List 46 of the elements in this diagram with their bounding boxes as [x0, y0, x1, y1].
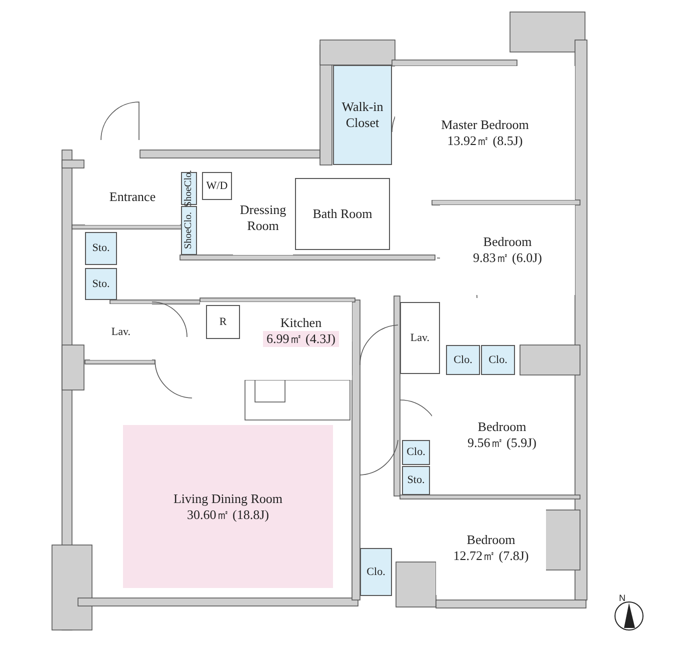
room-name: Clo.: [406, 446, 426, 459]
storage-area: [481, 345, 515, 375]
room-area: [395, 66, 575, 200]
room-size: 9.83㎡ (6.0J): [473, 250, 542, 266]
room-size: 12.72㎡ (7.8J): [453, 548, 529, 564]
room-name: Bedroom: [483, 234, 532, 250]
room-name: Entrance: [109, 188, 156, 204]
north-label: N: [619, 593, 626, 603]
room-name: ShoeClo.: [182, 170, 195, 207]
storage-area: [181, 206, 197, 255]
room-name: Sto.: [407, 474, 425, 487]
room-name: Sto.: [92, 278, 110, 290]
room-name: Walk-in Closet: [340, 99, 384, 131]
room-size: 6.99㎡ (4.3J): [262, 331, 340, 347]
storage-area: [446, 345, 480, 375]
room-name: Bedroom: [478, 419, 526, 435]
room-area: [400, 302, 440, 374]
room-name: Bedroom: [466, 532, 516, 548]
room-area: [295, 178, 390, 250]
room-name: Living Dining Room: [173, 490, 283, 506]
room-name: Lav.: [410, 332, 430, 344]
appliance-area: [202, 172, 232, 200]
room-name: Lav.: [111, 326, 131, 338]
room-name: Bath Room: [312, 206, 372, 222]
room-name: Clo.: [488, 354, 508, 366]
room-area: [200, 302, 352, 380]
room-name: W/D: [206, 180, 228, 192]
room-name: Dressing Room: [238, 202, 288, 234]
room-name: Clo.: [454, 354, 472, 366]
storage-area: [402, 466, 430, 495]
room-name: Sto.: [92, 242, 110, 255]
room-size: 9.56㎡ (5.9J): [468, 435, 536, 451]
storage-area: [402, 440, 430, 465]
storage-area: [85, 268, 117, 300]
room-name: Kitchen: [280, 315, 322, 331]
room-size: 13.92㎡ (8.5J): [447, 133, 523, 149]
room-size: 30.60㎡ (18.8J): [187, 506, 269, 522]
room-name: Master Bedroom: [441, 117, 529, 133]
fridge-area: [206, 305, 240, 339]
living-area: [123, 425, 333, 588]
storage-area: [85, 232, 117, 265]
room-name: ShoeClo.: [182, 212, 195, 249]
room-name: R: [219, 316, 227, 328]
storage-area: [360, 548, 392, 596]
closet-area: [333, 65, 392, 165]
room-name: Clo.: [366, 566, 386, 578]
